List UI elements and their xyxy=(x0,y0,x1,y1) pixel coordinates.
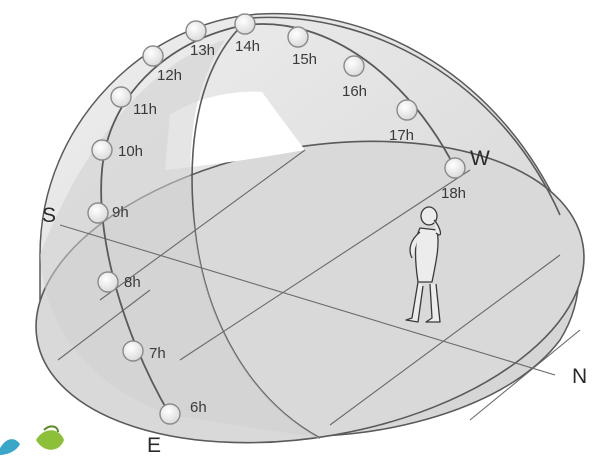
sun-marker-16h xyxy=(343,55,365,77)
hour-label-8h: 8h xyxy=(124,274,141,291)
dome-front-band xyxy=(40,40,320,438)
sun-marker-17h xyxy=(396,99,418,121)
ground-grid xyxy=(57,149,581,426)
direction-west-label: W xyxy=(470,147,490,170)
person-observer-icon xyxy=(405,206,442,323)
sun-marker-10h xyxy=(91,139,113,161)
dome-outline-west xyxy=(249,16,561,216)
sun-marker-7h xyxy=(122,340,144,362)
hour-label-17h: 17h xyxy=(389,127,414,144)
hour-label-12h: 12h xyxy=(157,67,182,84)
hour-label-9h: 9h xyxy=(112,204,129,221)
sun-marker-13h xyxy=(185,20,207,42)
direction-east-label: E xyxy=(147,434,161,455)
hour-label-18h: 18h xyxy=(441,185,466,202)
sun-marker-8h xyxy=(97,271,119,293)
sun-marker-15h xyxy=(287,26,309,48)
sun-marker-9h xyxy=(87,202,109,224)
sun-marker-6h xyxy=(159,403,181,425)
hour-label-7h: 7h xyxy=(149,345,166,362)
hour-label-16h: 16h xyxy=(342,83,367,100)
sun-marker-18h xyxy=(444,157,466,179)
hour-label-10h: 10h xyxy=(118,143,143,160)
hour-label-14h: 14h xyxy=(235,38,260,55)
direction-south-label: S xyxy=(42,204,56,227)
direction-north-label: N xyxy=(572,365,587,388)
sun-marker-11h xyxy=(110,86,132,108)
hour-label-6h: 6h xyxy=(190,399,207,416)
hour-label-11h: 11h xyxy=(133,101,157,118)
hour-label-15h: 15h xyxy=(292,51,317,68)
dome-opening xyxy=(165,91,305,170)
sun-marker-14h xyxy=(234,13,256,35)
leaf-decoration-icon xyxy=(0,425,64,455)
sun-marker-12h xyxy=(142,45,164,67)
hour-label-13h: 13h xyxy=(190,42,215,59)
